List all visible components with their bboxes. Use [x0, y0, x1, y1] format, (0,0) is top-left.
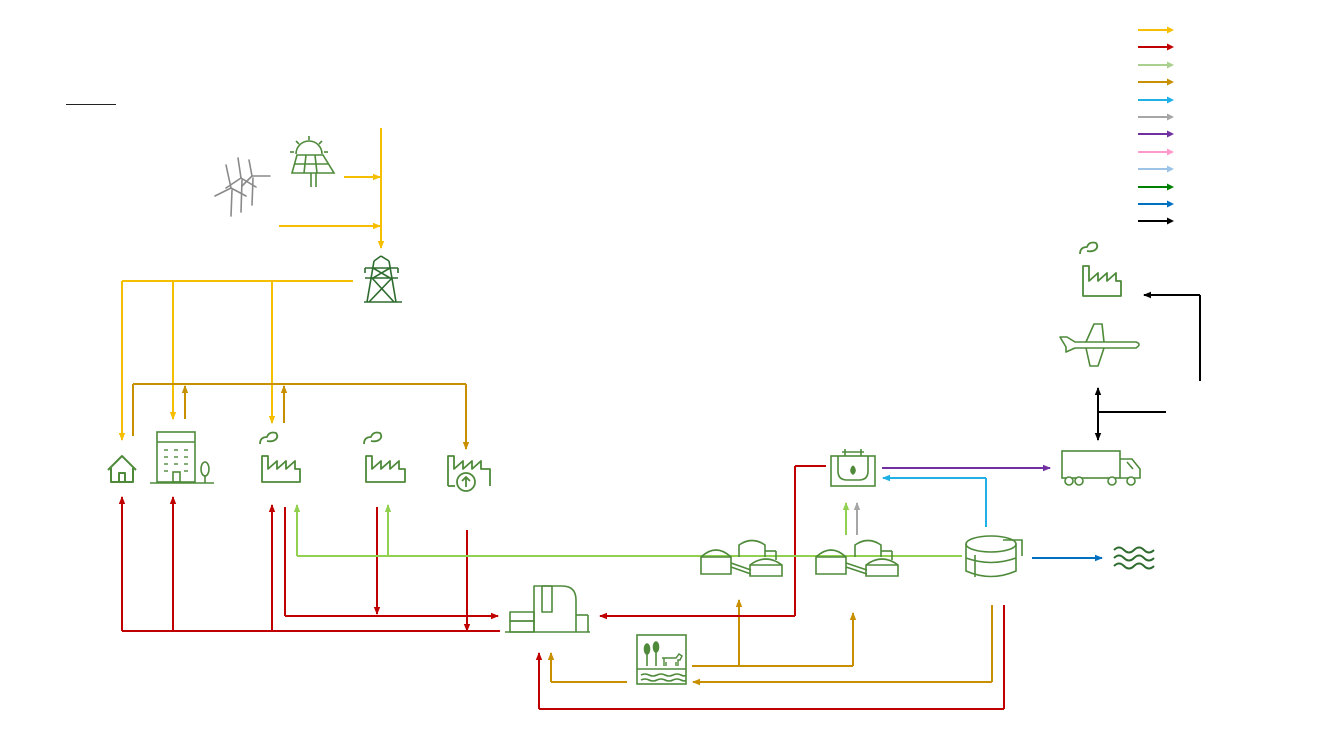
legend-arrow [1138, 26, 1174, 34]
power-plant-icon [505, 585, 590, 633]
legend-arrow [1138, 165, 1174, 173]
factory-icon [259, 431, 301, 483]
legend-arrow [1138, 78, 1174, 86]
legend-item [1136, 144, 1286, 161]
heat-flows [118, 465, 1005, 710]
water-flows [882, 474, 987, 527]
legend-arrow [1138, 96, 1174, 104]
legend-item [1136, 74, 1286, 91]
wastewater-tank-icon [965, 535, 1023, 578]
residue-flows [132, 383, 993, 686]
fuel-processing-icon [830, 449, 876, 487]
water-waves-icon [1113, 546, 1155, 570]
legend-arrow [1138, 200, 1174, 208]
legend-item [1136, 92, 1286, 109]
legend-arrow [1138, 43, 1174, 51]
house-icon [107, 455, 137, 483]
biogas-flows [293, 502, 962, 557]
legend-item [1136, 57, 1286, 74]
legend-item [1136, 161, 1286, 178]
legend-arrow [1138, 183, 1174, 191]
title-underline [66, 104, 116, 105]
factory-icon [1079, 241, 1122, 297]
electricity-flows [118, 128, 385, 441]
airplane-icon [1059, 323, 1140, 367]
apartment-building-icon [150, 431, 214, 484]
legend-item [1136, 22, 1286, 39]
legend-arrow [1138, 217, 1174, 225]
legend-item [1136, 213, 1286, 230]
factory-upgrade-icon [447, 455, 491, 492]
fuel-distribution-flows [1094, 291, 1201, 441]
legend-item [1136, 196, 1286, 213]
legend-arrow [1138, 130, 1174, 138]
legend [1136, 22, 1286, 231]
legend-item [1136, 126, 1286, 143]
power-pylon-icon [364, 255, 402, 303]
wind-turbine-icon [214, 157, 271, 217]
biogas-plant-icon [700, 539, 783, 577]
legend-arrow [1138, 61, 1174, 69]
legend-item [1136, 179, 1286, 196]
truck-icon [1061, 450, 1141, 486]
biogas-plant-icon [815, 539, 899, 577]
factory-icon [363, 431, 406, 483]
legend-arrow [1138, 148, 1174, 156]
legend-item [1136, 109, 1286, 126]
farm-field-icon [636, 634, 687, 685]
solar-panel-icon [290, 136, 336, 187]
legend-item [1136, 39, 1286, 56]
legend-arrow [1138, 113, 1174, 121]
